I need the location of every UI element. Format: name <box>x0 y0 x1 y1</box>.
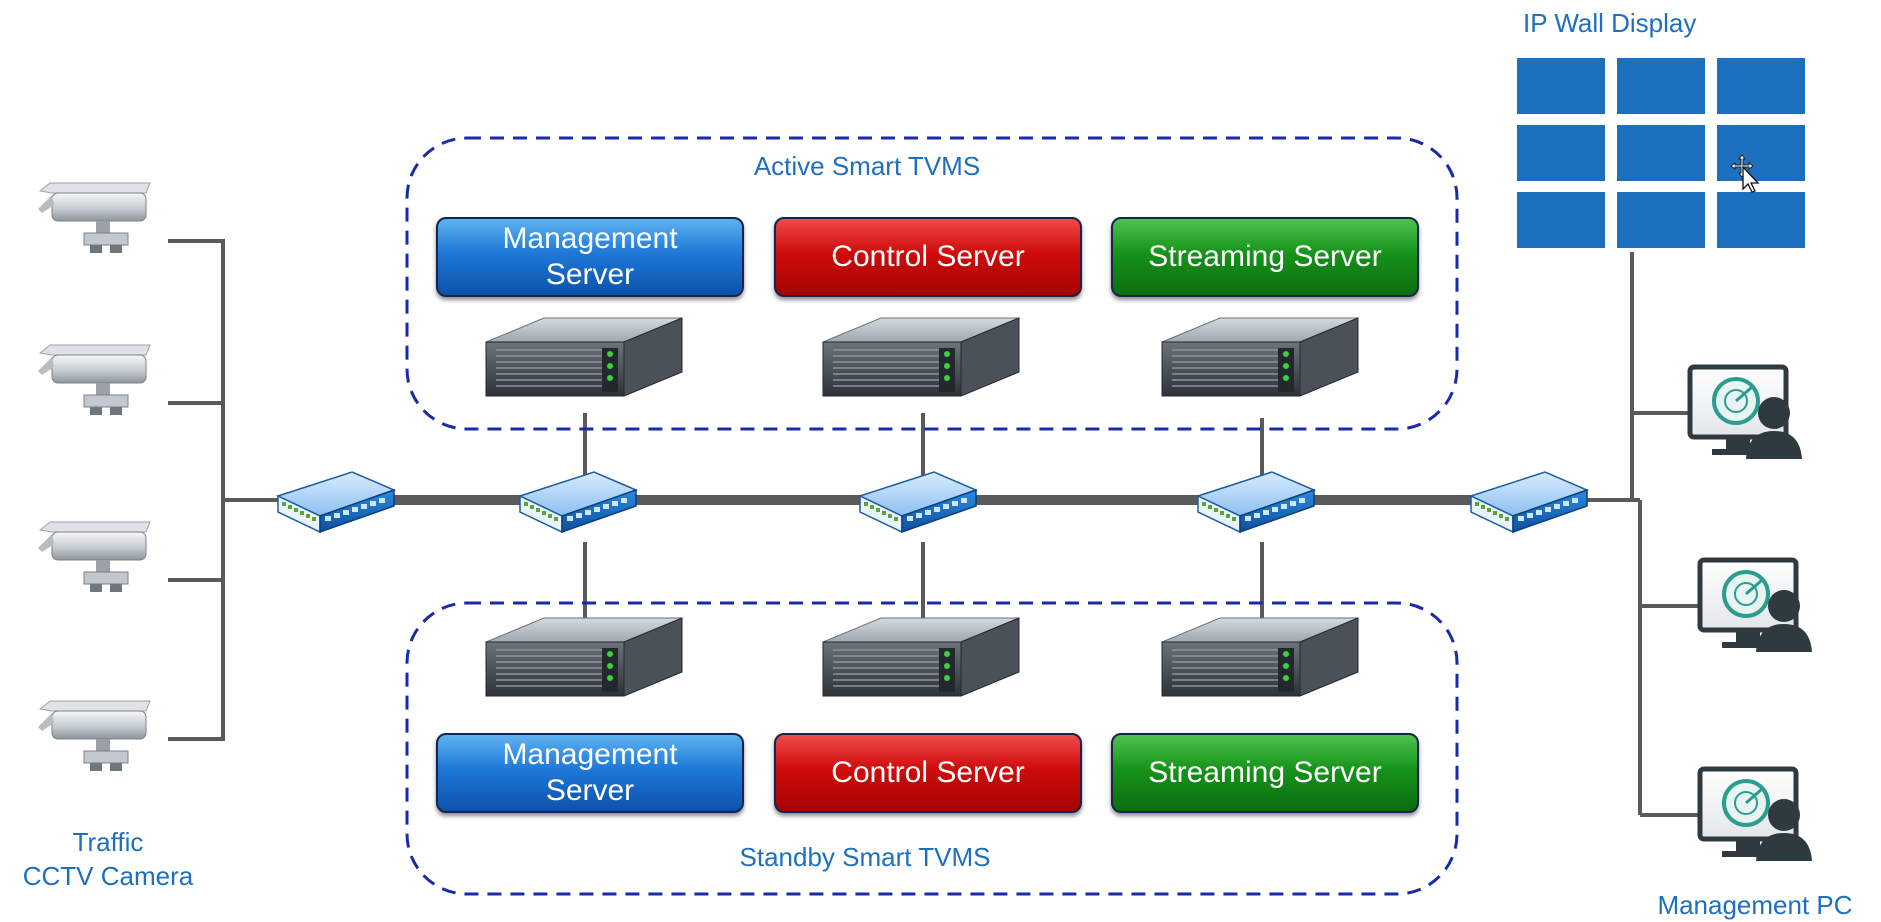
video-wall-tile <box>1517 192 1605 248</box>
network-switch-icon <box>1195 471 1317 534</box>
right-distribution-line <box>1585 252 1700 817</box>
rack-server-icon <box>822 317 1020 397</box>
rack-server-icon <box>485 617 683 697</box>
server-label-text: Streaming Server <box>1148 755 1381 791</box>
network-switch-icon <box>275 471 397 534</box>
cctv-camera-icon <box>38 344 151 415</box>
management-pc-icon <box>1687 364 1802 459</box>
network-switch-icon <box>857 471 979 534</box>
move-cursor-icon <box>1730 154 1760 193</box>
camera-column <box>38 182 151 771</box>
camera-caption-line: Traffic <box>72 827 144 857</box>
server-label-text: Control Server <box>831 239 1024 275</box>
network-switch-icon <box>517 471 639 534</box>
switch-row <box>275 471 1590 534</box>
camera-caption-line: CCTV Camera <box>22 861 194 891</box>
management-pc-caption: Management PC <box>1657 890 1853 920</box>
video-wall-tile <box>1717 125 1805 181</box>
cctv-camera-icon <box>38 521 151 592</box>
server-label-line: Server <box>545 258 635 291</box>
server-label-line: Control Server <box>831 240 1025 273</box>
server-label-text: Streaming Server <box>1148 239 1381 275</box>
cctv-camera-icon <box>38 700 151 771</box>
network-links <box>168 239 1700 817</box>
standby-group-border <box>405 601 1459 896</box>
server-label-line: Management <box>502 222 678 255</box>
server-label-line: Control Server <box>831 756 1025 789</box>
video-wall-tile <box>1717 192 1805 248</box>
video-wall-tile <box>1617 125 1705 181</box>
video-wall-tile <box>1617 192 1705 248</box>
standby-group-title: Standby Smart TVMS <box>739 842 991 872</box>
ip-wall-display-label: IP Wall Display <box>1523 8 1697 38</box>
active-group-title: Active Smart TVMS <box>753 151 981 181</box>
network-switch-icon <box>1468 471 1590 534</box>
management-pc-icon <box>1697 557 1812 652</box>
camera-bus-line <box>168 239 288 741</box>
server-label-line: Server <box>545 774 635 807</box>
server-units <box>485 317 1359 697</box>
rack-server-icon <box>1161 617 1359 697</box>
rack-server-icon <box>485 317 683 397</box>
active-group-border <box>405 136 1459 431</box>
video-wall-tile <box>1717 58 1805 114</box>
server-label-line: Management <box>502 738 678 771</box>
video-wall-tile <box>1517 58 1605 114</box>
cctv-camera-icon <box>38 182 151 253</box>
video-wall-tile <box>1617 58 1705 114</box>
standby-streaming-server-label: Streaming Server <box>1111 733 1419 813</box>
ip-wall-display <box>1517 58 1807 248</box>
server-label-line: Streaming Server <box>1148 240 1382 273</box>
active-control-server-label: Control Server <box>774 217 1082 297</box>
server-label-line: Streaming Server <box>1148 756 1382 789</box>
rack-server-icon <box>822 617 1020 697</box>
server-drop-lines <box>583 413 1264 618</box>
management-pc-column <box>1687 364 1812 861</box>
active-streaming-server-label: Streaming Server <box>1111 217 1419 297</box>
management-pc-icon <box>1697 766 1812 861</box>
standby-control-server-label: Control Server <box>774 733 1082 813</box>
video-wall-tile <box>1517 125 1605 181</box>
rack-server-icon <box>1161 317 1359 397</box>
server-label-text: Control Server <box>831 755 1024 791</box>
